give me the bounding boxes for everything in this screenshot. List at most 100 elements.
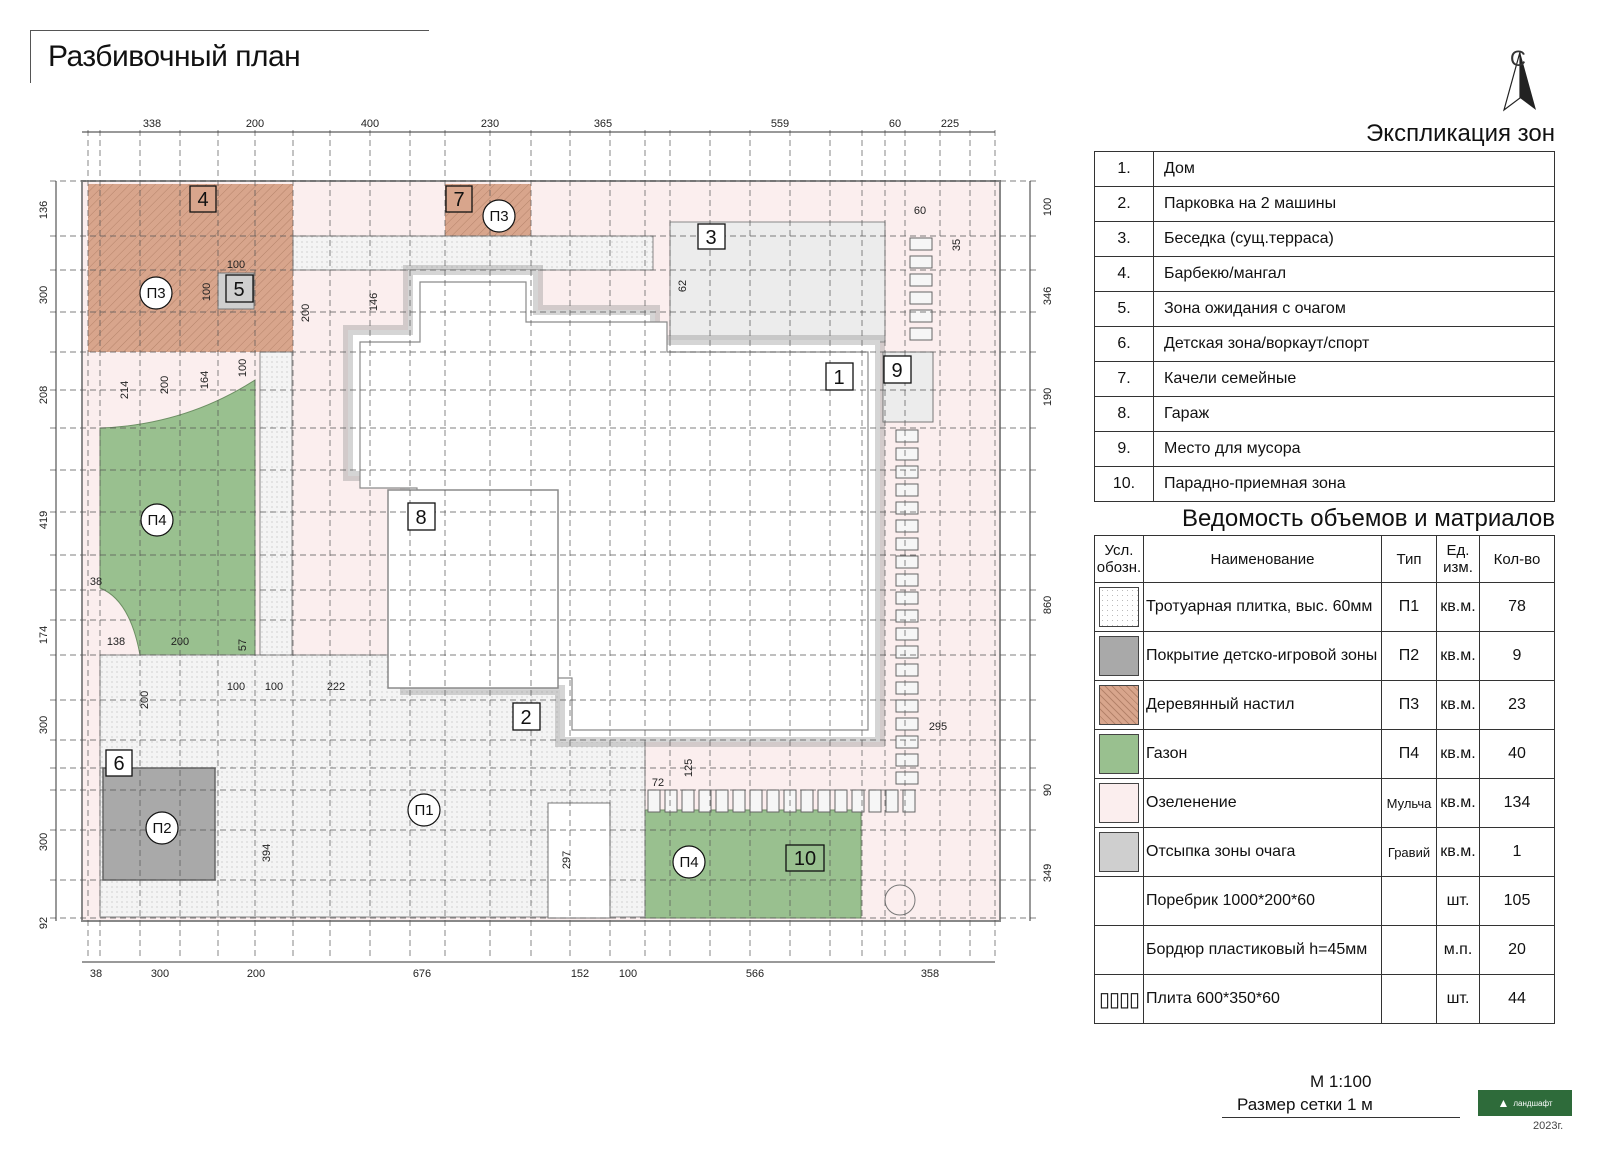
dim-inner-4: 146	[368, 293, 380, 311]
explication-row: 6.Детская зона/воркаут/спорт	[1094, 326, 1555, 362]
dim-top-8: 225	[941, 118, 959, 130]
scale-underline	[1222, 1117, 1460, 1118]
volumes-type: П4	[1381, 729, 1437, 779]
explication-num: 8.	[1094, 396, 1154, 432]
volumes-type: Мульча	[1381, 778, 1437, 828]
explication-num: 3.	[1094, 221, 1154, 257]
explication-name: Качели семейные	[1153, 361, 1555, 397]
volumes-unit: кв.м.	[1436, 827, 1480, 877]
dim-top-5: 365	[594, 118, 612, 130]
dim-bottom-1: 38	[90, 968, 102, 980]
header-type: Тип	[1381, 535, 1437, 583]
dim-inner-21: 297	[561, 851, 573, 869]
explication-name: Парковка на 2 машины	[1153, 186, 1555, 222]
volumes-symbol	[1094, 631, 1144, 681]
dim-inner-3: 200	[300, 304, 312, 322]
explication-num: 5.	[1094, 291, 1154, 327]
volumes-unit: кв.м.	[1436, 729, 1480, 779]
dim-left-8: 92	[38, 917, 50, 929]
north-label: С	[1510, 46, 1526, 71]
dim-left-2: 300	[38, 286, 50, 304]
volumes-unit: кв.м.	[1436, 778, 1480, 828]
dim-inner-19: 222	[327, 681, 345, 693]
dim-inner-15: 57	[237, 639, 249, 651]
volumes-type	[1381, 925, 1437, 975]
volumes-qty: 105	[1479, 876, 1555, 926]
material-tag-p4-left: П4	[147, 512, 166, 529]
explication-row: 7.Качели семейные	[1094, 361, 1555, 397]
grid-lines	[50, 130, 1040, 960]
dim-left-3: 208	[38, 386, 50, 404]
explication-row: 10.Парадно-приемная зона	[1094, 466, 1555, 502]
swatch-gravel	[1099, 832, 1139, 872]
dim-top-7: 60	[889, 118, 901, 130]
explication-title: Экспликация зон	[1366, 120, 1555, 147]
volumes-unit: шт.	[1436, 876, 1480, 926]
dim-inner-9: 200	[159, 376, 171, 394]
dim-bottom-4: 676	[413, 968, 431, 980]
volumes-type: Гравий	[1381, 827, 1437, 877]
volumes-unit: м.п.	[1436, 925, 1480, 975]
volumes-name: Отсыпка зоны очага	[1143, 827, 1382, 877]
volumes-symbol	[1094, 729, 1144, 779]
volumes-name: Плита 600*350*60	[1143, 974, 1382, 1024]
dim-top-4: 230	[481, 118, 499, 130]
volumes-name: Деревянный настил	[1143, 680, 1382, 730]
material-tag-p3-deck: П3	[146, 285, 165, 302]
volumes-symbol	[1094, 778, 1144, 828]
zone-label-6: 6	[113, 753, 124, 775]
dim-right-1: 100	[1042, 198, 1054, 216]
swatch-pink	[1099, 783, 1139, 823]
dim-inner-1: 100	[227, 259, 245, 271]
dim-left-5: 174	[38, 626, 50, 644]
site-plan: 338 200 400 230 365 559 60 225 38 300 20…	[38, 118, 1054, 980]
explication-name: Зона ожидания с очагом	[1153, 291, 1555, 327]
volumes-type: П2	[1381, 631, 1437, 681]
dim-top-2: 200	[246, 118, 264, 130]
explication-name: Место для мусора	[1153, 431, 1555, 467]
volumes-unit: кв.м.	[1436, 631, 1480, 681]
logo-text: ландшафт	[1513, 1098, 1553, 1108]
dim-top-6: 559	[771, 118, 789, 130]
dim-inner-17: 100	[227, 681, 245, 693]
swatch-wood	[1099, 685, 1139, 725]
dim-inner-6: 60	[914, 205, 926, 217]
volumes-type: П1	[1381, 582, 1437, 632]
explication-row: 2.Парковка на 2 машины	[1094, 186, 1555, 222]
explication-name: Гараж	[1153, 396, 1555, 432]
zone-label-5: 5	[233, 279, 244, 301]
volumes-unit: кв.м.	[1436, 680, 1480, 730]
dim-inner-23: 125	[683, 759, 695, 777]
path-left-vert	[259, 351, 293, 656]
dim-bottom-5: 152	[571, 968, 589, 980]
header-name: Наименование	[1143, 535, 1382, 583]
zone-label-3: 3	[705, 227, 716, 249]
explication-row: 5.Зона ожидания с очагом	[1094, 291, 1555, 327]
volumes-qty: 20	[1479, 925, 1555, 975]
explication-name: Дом	[1153, 151, 1555, 187]
explication-row: 1.Дом	[1094, 151, 1555, 187]
dim-bottom-3: 200	[247, 968, 265, 980]
zone-label-8: 8	[415, 507, 426, 529]
dim-right-6: 349	[1042, 864, 1054, 882]
volumes-qty: 134	[1479, 778, 1555, 828]
dim-top-3: 400	[361, 118, 379, 130]
material-tag-p2: П2	[152, 820, 171, 837]
dim-inner-5: 62	[677, 280, 689, 292]
dim-right-2: 346	[1042, 287, 1054, 305]
header-symbol: Усл. обозн.	[1094, 535, 1144, 583]
volumes-name: Бордюр пластиковый h=45мм	[1143, 925, 1382, 975]
volumes-name: Газон	[1143, 729, 1382, 779]
stepping-slabs-right	[895, 237, 933, 785]
explication-name: Парадно-приемная зона	[1153, 466, 1555, 502]
page-title: Разбивочный план	[48, 40, 301, 73]
dim-inner-10: 164	[199, 371, 211, 389]
zone-label-7: 7	[453, 189, 464, 211]
volumes-qty: 44	[1479, 974, 1555, 1024]
volumes-qty: 9	[1479, 631, 1555, 681]
explication-row: 4.Барбекю/мангал	[1094, 256, 1555, 292]
